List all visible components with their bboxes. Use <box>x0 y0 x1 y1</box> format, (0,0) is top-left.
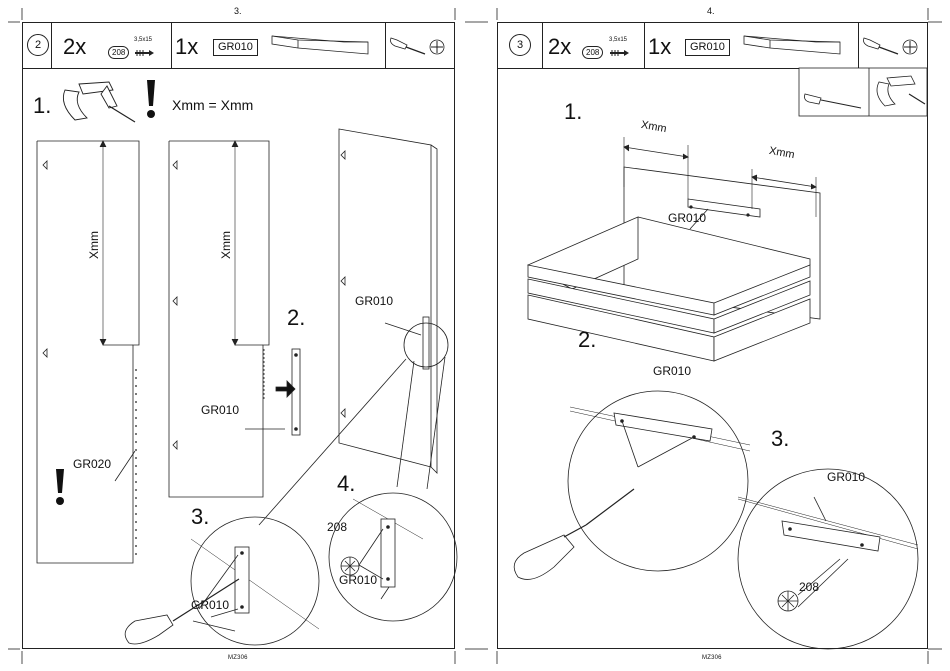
callout-gr020: GR020 <box>73 457 111 471</box>
page-4-panel: 3 2x 208 3,5x15 1x GR010 <box>497 22 928 649</box>
callout-gr010: GR010 <box>191 598 229 612</box>
callout-gr010: GR010 <box>653 364 691 378</box>
footer-code: MZ306 <box>702 655 722 661</box>
dimension-label: Xmm <box>87 231 101 259</box>
part-qty: 2x <box>63 36 86 58</box>
part-qty: 1x <box>175 36 198 58</box>
step-number: 3 <box>509 34 531 56</box>
callout-gr010: GR010 <box>668 211 706 225</box>
screwdriver-icon <box>862 34 902 60</box>
handle-part-icon <box>270 32 370 60</box>
callout-gr010: GR010 <box>201 403 239 417</box>
page-number: 4. <box>707 6 715 16</box>
step-number: 2 <box>27 34 49 56</box>
screw-spec: 3,5x15 <box>609 37 627 43</box>
drawer-diagrams <box>498 69 929 649</box>
callout-gr010: GR010 <box>355 294 393 308</box>
part-qty: 1x <box>648 36 671 58</box>
page-number: 3. <box>234 6 242 16</box>
callout-gr010: GR010 <box>827 470 865 484</box>
handle-part-icon <box>742 32 842 60</box>
callout-screw-208: 208 <box>799 580 819 594</box>
callout-gr010: GR010 <box>339 573 377 587</box>
substep-number: 2. <box>578 327 596 353</box>
part-ref-badge: 208 <box>108 46 129 59</box>
substep-number: 4. <box>337 471 355 497</box>
substep-number: 2. <box>287 305 305 331</box>
callout-screw-208: 208 <box>327 520 347 534</box>
screwdriver-icon <box>389 34 429 60</box>
footer-code: MZ306 <box>228 655 248 661</box>
substep-number: 3. <box>771 426 789 452</box>
screw-icon <box>135 48 155 58</box>
part-code-box: GR010 <box>685 39 730 56</box>
page-3-panel: 2 2x 208 3,5x15 1x GR010 1. <box>22 22 455 649</box>
screw-spec: 3,5x15 <box>134 37 152 43</box>
crosshead-icon <box>429 39 445 55</box>
screw-icon <box>610 48 630 58</box>
part-code-box: GR010 <box>213 39 258 56</box>
substep-number: 3. <box>191 504 209 530</box>
dimension-label: Xmm <box>219 231 233 259</box>
panel-diagrams <box>23 69 454 649</box>
crosshead-icon <box>902 39 918 55</box>
part-qty: 2x <box>548 36 571 58</box>
part-ref-badge: 208 <box>582 46 603 59</box>
